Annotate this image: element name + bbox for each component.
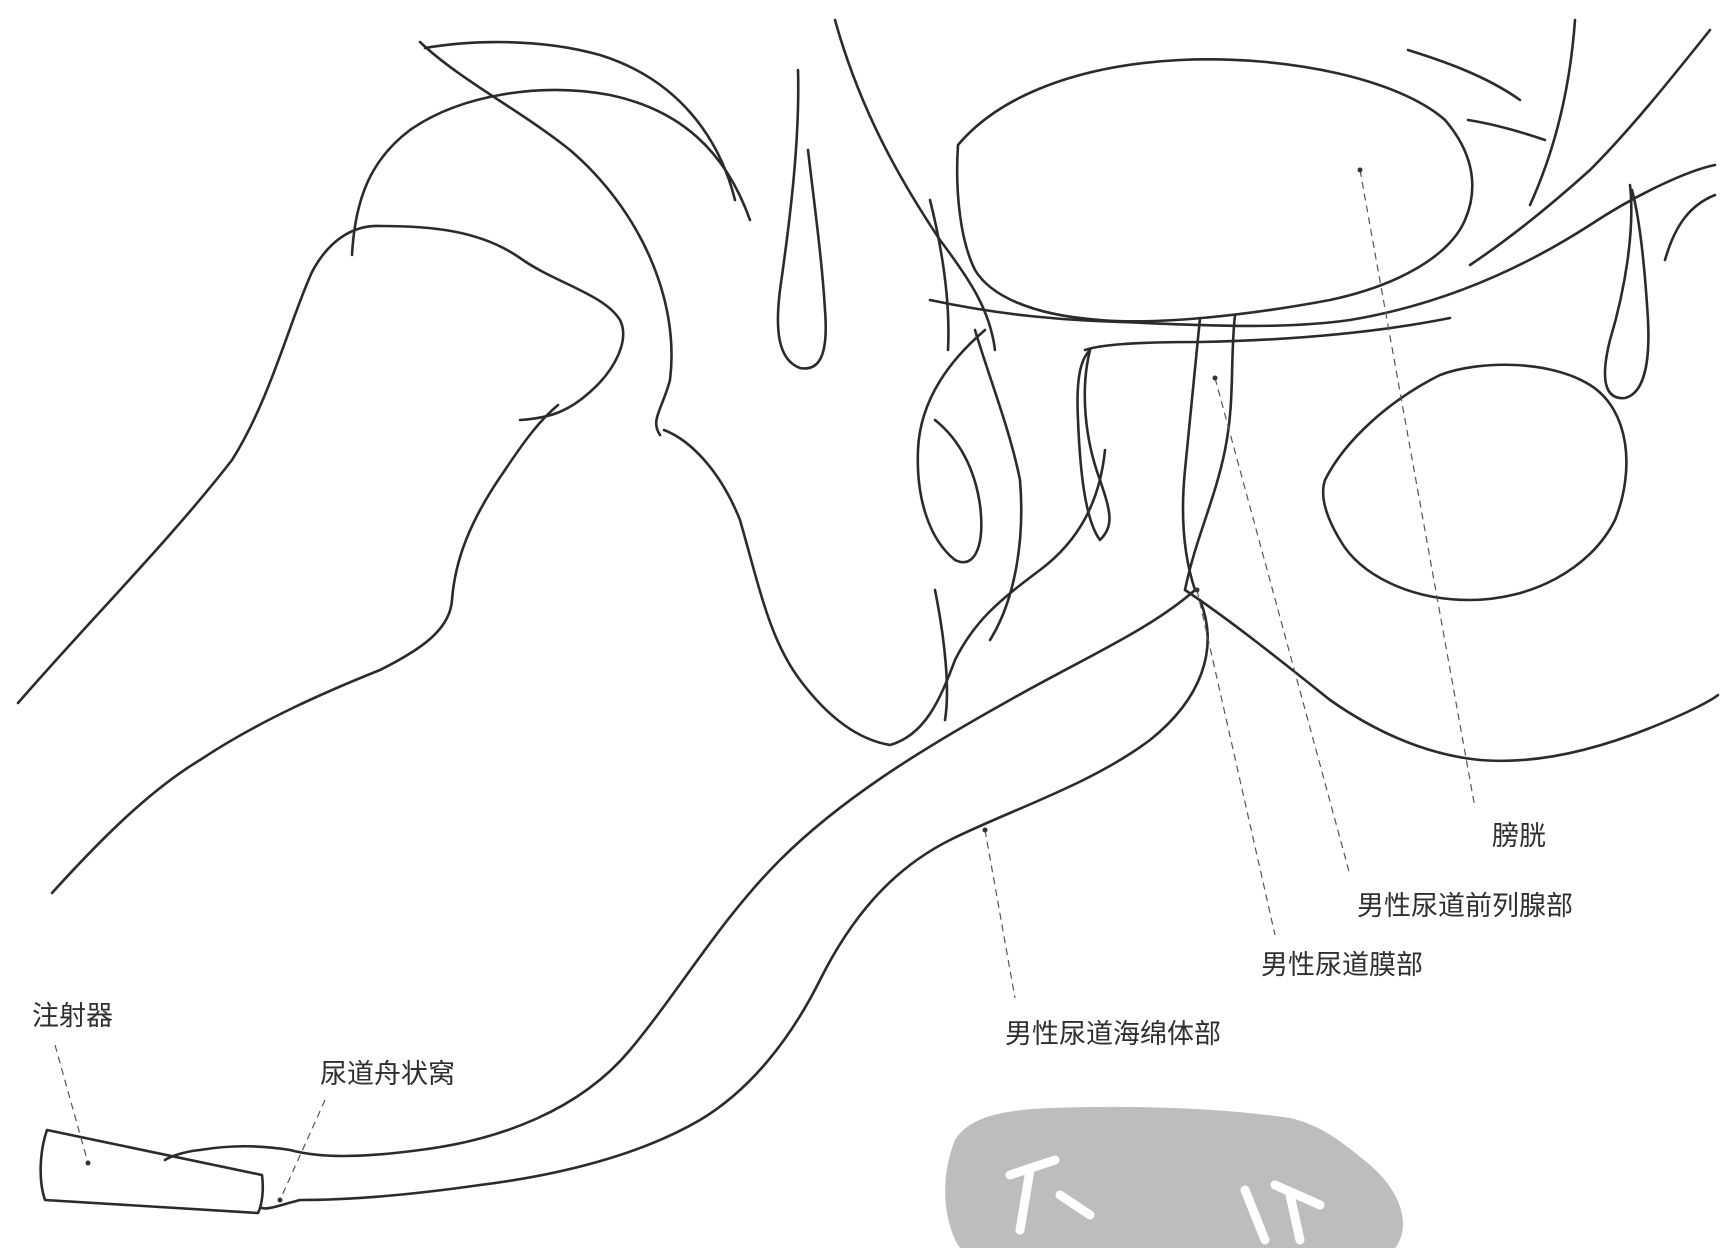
leader-bladder [1359,169,1476,809]
leader-navicular-dot [277,1197,283,1203]
leader-membranous-dot [1194,587,1200,593]
seal-stamp-watermark [945,1106,1403,1248]
leader-spongy-dot [982,827,988,833]
leader-prostatic [1214,377,1351,876]
leader-syringe-dot [85,1160,91,1166]
label-prostatic-urethra: 男性尿道前列腺部 [1357,891,1573,922]
leader-membranous [1196,589,1276,936]
anatomy-outlines [16,18,1720,1215]
leader-prostatic-dot [1212,375,1218,381]
label-syringe: 注射器 [32,1001,113,1032]
leader-syringe [54,1044,89,1164]
label-spongy-urethra: 男性尿道海绵体部 [1005,1019,1221,1050]
leader-bladder-dot [1357,167,1363,173]
labels: 膀胱 男性尿道前列腺部 男性尿道膜部 男性尿道海绵体部 注射器 尿道舟状窝 [32,821,1573,1090]
leader-lines [54,167,1476,1203]
leader-spongy [984,829,1016,999]
label-navicular-fossa: 尿道舟状窝 [320,1059,455,1090]
label-membranous-urethra: 男性尿道膜部 [1261,950,1423,981]
leader-navicular [279,1099,326,1201]
label-bladder: 膀胱 [1492,821,1546,852]
